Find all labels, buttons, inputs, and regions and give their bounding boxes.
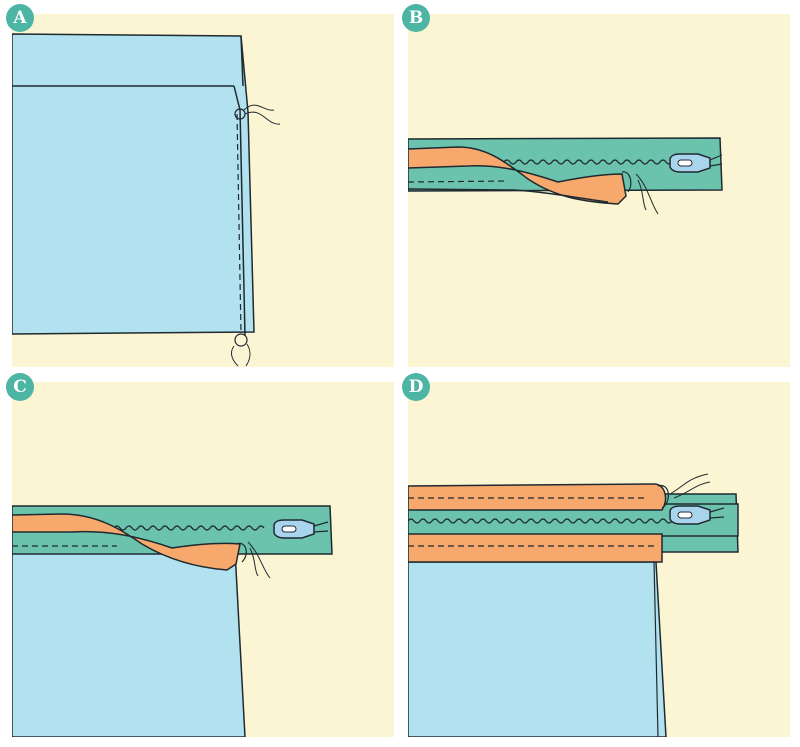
panel-a-illustration <box>12 14 394 367</box>
zipper-teeth-icon <box>113 525 265 531</box>
step-badge-b: B <box>402 4 430 32</box>
zipper-teeth-icon <box>503 159 679 165</box>
panel-c-illustration <box>12 382 394 737</box>
zipper-slider-icon <box>273 519 329 539</box>
panel-b <box>408 14 790 367</box>
step-badge-a: A <box>6 4 34 32</box>
panel-d-illustration <box>408 382 790 737</box>
step-badge-c: C <box>6 373 34 401</box>
panel-d <box>408 382 790 737</box>
panel-a <box>12 14 394 367</box>
panel-b-illustration <box>408 14 790 367</box>
step-badge-d: D <box>402 373 430 401</box>
zipper-slider-icon <box>669 505 725 525</box>
needle-thread-icon <box>234 104 281 125</box>
zipper-teeth-icon <box>408 518 679 524</box>
zipper-slider-icon <box>669 153 723 173</box>
needle-thread-icon <box>231 333 251 367</box>
panel-c <box>12 382 394 737</box>
